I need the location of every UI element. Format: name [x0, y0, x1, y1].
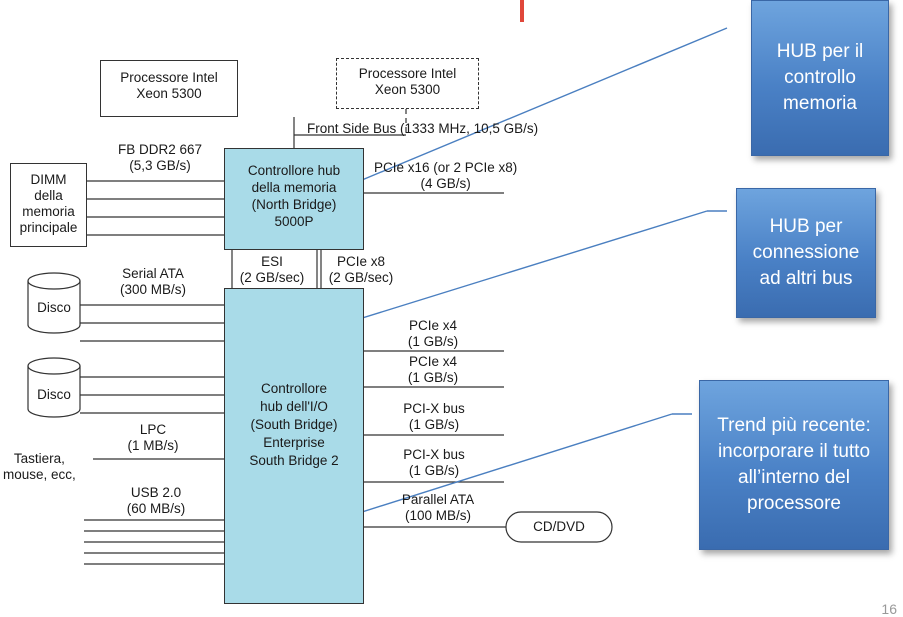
keyboard-label: Tastiera, mouse, ecc,	[3, 451, 76, 482]
cpu-2-label: Processore Intel Xeon 5300	[358, 66, 457, 97]
disk-1-label: Disco	[37, 300, 71, 315]
north-bridge-label: Controllore hub della memoria (North Bri…	[247, 163, 341, 229]
fsb-label: Front Side Bus (1333 MHz, 10,5 GB/s)	[307, 121, 539, 136]
usb-label: USB 2.0 (60 MB/s)	[126, 485, 186, 516]
south-bridge-label: Controllore hub dell'I/O (South Bridge) …	[249, 381, 339, 468]
pcie16-label: PCIe x16 (or 2 PCIe x8) (4 GB/s)	[374, 160, 518, 191]
cpu-1-label: Processore Intel Xeon 5300	[120, 70, 218, 101]
pcix-b-label: PCI-X bus (1 GB/s)	[403, 447, 465, 478]
pcie8-label: PCIe x8 (2 GB/sec)	[328, 254, 394, 285]
disk-2-label: Disco	[37, 387, 71, 402]
cpu-2-box	[336, 58, 479, 109]
pata-label: Parallel ATA (100 MB/s)	[401, 492, 475, 523]
callout-bus-hub: HUB per connessione ad altri bus	[736, 188, 876, 318]
callout-memory-hub: HUB per il controllo memoria	[751, 0, 889, 156]
north-bridge-box	[224, 148, 364, 250]
pcie4-a-label: PCIe x4 (1 GB/s)	[407, 318, 459, 349]
dimm-label: DIMM della memoria principale	[19, 172, 78, 235]
cddvd-label: CD/DVD	[533, 519, 585, 534]
dimm-box	[10, 163, 87, 247]
title-accent-bar	[520, 0, 524, 22]
lpc-label: LPC (1 MB/s)	[127, 422, 179, 453]
sata-label: Serial ATA (300 MB/s)	[119, 266, 187, 297]
callout-trend: Trend più recente: incorporare il tutto …	[699, 380, 889, 550]
callout-pointer-bus	[329, 210, 708, 329]
disk-1-shape	[27, 272, 81, 334]
cddvd-shape	[505, 511, 613, 543]
callout-pointer-trend	[304, 413, 673, 531]
south-bridge-box	[224, 288, 364, 604]
disk-2-shape	[27, 357, 81, 418]
page-number: 16	[881, 601, 897, 617]
fbddr-label: FB DDR2 667 (5,3 GB/s)	[117, 142, 203, 173]
callout-pointer-memory	[349, 27, 728, 186]
cpu-1-box	[100, 60, 238, 117]
pcie4-b-label: PCIe x4 (1 GB/s)	[407, 354, 459, 385]
esi-label: ESI (2 GB/sec)	[239, 254, 305, 285]
pcix-a-label: PCI-X bus (1 GB/s)	[403, 401, 465, 432]
